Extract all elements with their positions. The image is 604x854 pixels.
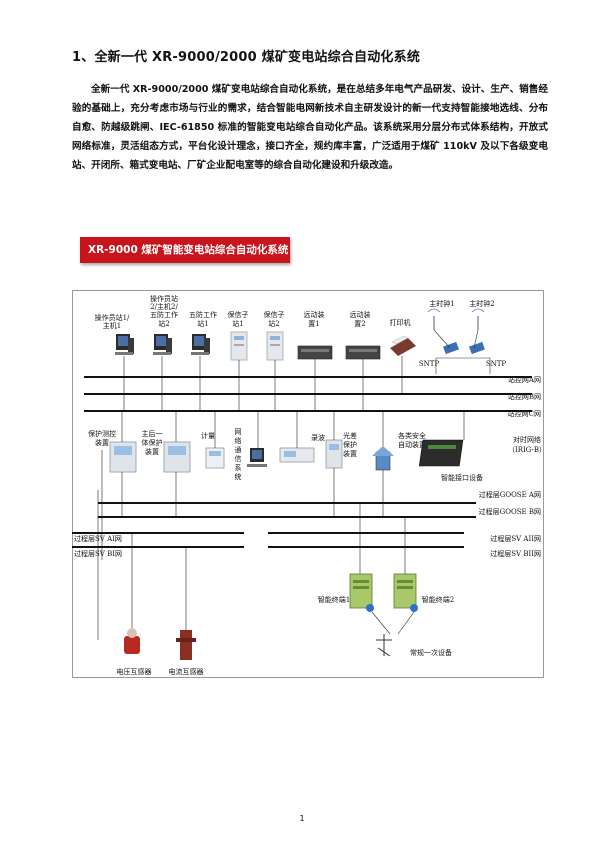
sntp-right-label: SNTP: [486, 360, 507, 368]
op-station2-label-l4: 站2: [158, 319, 169, 328]
meter-label: 计量: [201, 431, 215, 440]
top-device-labels: 操作员站1/ 主机1 操作员站 2/主机2/ 五防工作 站2 五防工作 站1 保…: [95, 294, 507, 368]
goose-b-label: 过程层GOOSE B网: [479, 507, 541, 516]
timing-label-l2: （IRIG-B）: [508, 446, 544, 454]
vt-label: 电压互感器: [117, 667, 152, 676]
recorder-device-icon: [279, 447, 315, 463]
goose-bus-lines: [98, 502, 476, 518]
netcomm-label: 网 络 通 信 系 统: [235, 428, 242, 481]
sv-aii-label: 过程层SV AII网: [490, 534, 541, 543]
svg-text:络: 络: [235, 436, 242, 445]
page-number: 1: [299, 814, 305, 823]
station-net-c-label: 站控网C网: [508, 409, 541, 418]
sv-bi-label: 过程层SV BI网: [74, 549, 122, 558]
safety-label-l1: 各类安全: [398, 431, 426, 440]
op-station2-label-l1: 操作员站: [150, 294, 178, 303]
system-architecture-diagram: 操作员站1/ 主机1 操作员站 2/主机2/ 五防工作 站2 五防工作 站1 保…: [72, 290, 546, 678]
server-cabinet-icon: [230, 331, 248, 361]
clock2-label: 主时钟2: [469, 299, 494, 308]
workstation-icon: [153, 334, 172, 355]
record-label: 录波: [311, 433, 325, 442]
svg-text:统: 统: [235, 472, 242, 481]
gps-clock-icon: [427, 308, 459, 355]
svg-text:通: 通: [235, 445, 242, 454]
bx2-label-l2: 站2: [268, 319, 279, 328]
svg-text:信: 信: [235, 454, 242, 463]
yd2-label-l2: 置2: [354, 320, 365, 328]
workstation-icon: [191, 334, 210, 355]
meter-device-icon: [205, 447, 225, 469]
main-label-l3: 装置: [145, 447, 159, 456]
smart-interface-device-icon: [418, 439, 464, 467]
printer-icon: [390, 335, 416, 356]
station-bus-lines: [84, 376, 532, 412]
yd2-label-l1: 远动装: [350, 310, 371, 319]
bx1-label-l2: 站1: [232, 319, 243, 328]
sv-ai-label: 过程层SV AI网: [74, 534, 122, 543]
smart-terminal-icon: [349, 573, 374, 612]
main-label-l1: 主后一: [142, 429, 163, 438]
smart-interface-label: 智能接口设备: [441, 473, 483, 482]
sntp-left-label: SNTP: [419, 360, 440, 368]
safety-label-l2: 自动装置: [398, 440, 426, 449]
gps-clock-icon: [469, 308, 485, 355]
server-cabinet-icon: [266, 331, 284, 361]
ct-label: 电流互感器: [169, 667, 204, 676]
protection-device-icon: [109, 441, 137, 473]
workstation-icon: [247, 448, 267, 467]
terminal1-label: 智能终端1: [318, 595, 350, 604]
rack-device-icon: [345, 345, 381, 360]
bx2-label-l1: 保信子: [264, 310, 285, 319]
diagram-banner: XR-9000 煤矿智能变电站综合自动化系统: [80, 237, 290, 263]
svg-text:系: 系: [235, 463, 242, 472]
fiber-label-l3: 装置: [343, 449, 357, 458]
station-net-b-label: 站控网B网: [508, 392, 541, 401]
current-transformer-icon: [176, 630, 196, 660]
station-net-a-label: 站控网A网: [508, 375, 541, 384]
sv-bii-label: 过程层SV BII网: [490, 549, 541, 558]
section-heading: 1、全新一代 XR-9000/2000 煤矿变电站综合自动化系统: [72, 50, 421, 65]
primary-equipment-label: 常规一次设备: [410, 648, 452, 657]
yd1-label-l1: 远动装: [304, 310, 325, 319]
smart-terminal-icon: [393, 573, 418, 612]
voltage-transformer-icon: [124, 628, 140, 654]
op-station1-label-l1: 操作员站1/: [95, 313, 130, 322]
svg-text:网: 网: [235, 428, 242, 436]
prot-label-l1: 保护测控: [88, 429, 116, 438]
protection-device-icon: [163, 441, 191, 473]
fiber-protection-icon: [325, 439, 343, 469]
workstation-icon: [115, 334, 134, 355]
safety-auto-device-icon: [372, 446, 394, 471]
printer-label: 打印机: [390, 318, 411, 327]
bx1-label-l1: 保信子: [228, 310, 249, 319]
wf-station1-label-l2: 站1: [197, 319, 208, 328]
rack-device-icon: [297, 345, 333, 360]
clock1-label: 主时钟1: [429, 299, 454, 308]
wf-station1-label-l1: 五防工作: [189, 310, 217, 319]
primary-equipment-icon: [376, 634, 392, 657]
sv-bus-lines: [72, 532, 464, 548]
fiber-label-l2: 保护: [343, 440, 357, 449]
prot-label-l2: 装置: [95, 438, 109, 447]
terminal2-label: 智能终端2: [422, 595, 454, 604]
main-label-l2: 体保护: [142, 438, 163, 447]
op-station2-label-l2: 2/主机2/: [150, 302, 178, 311]
intro-paragraph: 全新一代 XR-9000/2000 煤矿变电站综合自动化系统，是在总结多年电气产…: [72, 84, 548, 171]
fiber-label-l1: 光差: [343, 431, 357, 440]
op-station1-label-l2: 主机1: [103, 321, 121, 330]
op-station2-label-l3: 五防工作: [150, 310, 178, 319]
timing-label-l1: 对时网络: [513, 435, 541, 444]
goose-a-label: 过程层GOOSE A网: [479, 490, 541, 499]
yd1-label-l2: 置1: [308, 320, 319, 328]
